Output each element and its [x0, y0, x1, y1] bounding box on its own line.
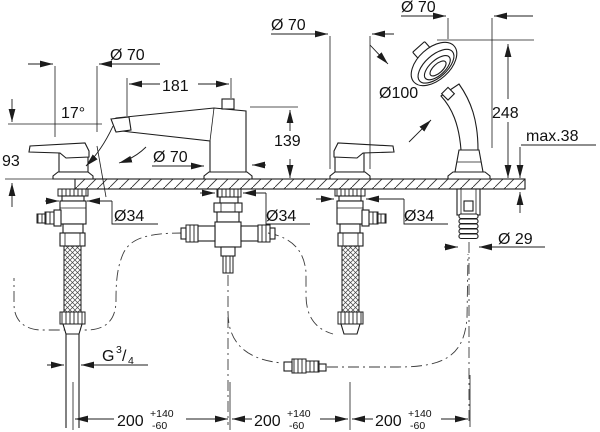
spout-aerator — [110, 116, 132, 133]
thread-sub: 4 — [128, 355, 134, 367]
hose-spring — [458, 213, 479, 240]
hand-shower — [410, 41, 491, 180]
dim-dia70-left-handle: Ø 70 — [110, 47, 145, 64]
dim-dia34-right: Ø34 — [404, 208, 434, 225]
span-200-value: 200 — [117, 413, 144, 430]
shower-underbody — [456, 188, 481, 240]
dim-dia34-mid: Ø34 — [266, 208, 296, 225]
span-200-tol-minus: -60 — [410, 420, 425, 432]
dim-dia34-left: Ø34 — [114, 208, 144, 225]
thread-g: G — [102, 348, 114, 365]
span-200-tol-plus: +140 — [408, 408, 432, 420]
right-handle — [329, 142, 395, 180]
spout-mixer-underbody — [180, 188, 276, 274]
dimension-lines — [8, 12, 596, 430]
span-200-value: 200 — [375, 413, 402, 430]
dim-span-181: 181 — [162, 78, 189, 95]
dim-dia29: Ø 29 — [498, 231, 533, 248]
dim-span-200-left: 200 +140 -60 — [117, 408, 174, 432]
span-200-tol-minus: -60 — [289, 420, 304, 432]
span-200-tol-plus: +140 — [150, 408, 174, 420]
dim-dia100-shower-head: Ø100 — [379, 85, 418, 102]
dim-span-200-mid: 200 +140 -60 — [254, 408, 311, 432]
dim-height-139: 139 — [274, 133, 301, 150]
thread-sup: 3 — [116, 344, 122, 356]
left-handle — [28, 142, 94, 180]
dim-angle-17: 17° — [61, 105, 85, 122]
spout — [110, 98, 253, 180]
dim-height-248: 248 — [492, 105, 519, 122]
dim-dia70-shower: Ø 70 — [401, 0, 436, 16]
dim-thread-g34: G 3 / 4 — [102, 344, 134, 367]
span-200-value: 200 — [254, 413, 281, 430]
dim-span-200-right: 200 +140 -60 — [375, 408, 432, 432]
dimension-labels: Ø 70 17° 93 181 Ø 70 Ø 70 139 248 max.38… — [2, 0, 579, 432]
inline-hose-connector — [283, 358, 327, 374]
span-200-tol-minus: -60 — [152, 420, 167, 432]
mounting-deck — [5, 178, 526, 190]
dim-max-38: max.38 — [526, 128, 579, 145]
dim-dia70-right-handle: Ø 70 — [271, 17, 306, 34]
shower-handle — [440, 83, 479, 151]
right-valve-body — [334, 188, 387, 335]
dim-dia70-spout: Ø 70 — [153, 149, 188, 166]
hose-routing-lines — [13, 232, 470, 425]
shower-holder — [454, 149, 484, 173]
thread-slash: / — [122, 348, 127, 365]
dim-height-93: 93 — [2, 153, 20, 170]
swivel-annotation — [85, 125, 147, 198]
left-valve-body — [36, 188, 89, 428]
span-200-tol-plus: +140 — [287, 408, 311, 420]
shower-head — [410, 41, 458, 87]
